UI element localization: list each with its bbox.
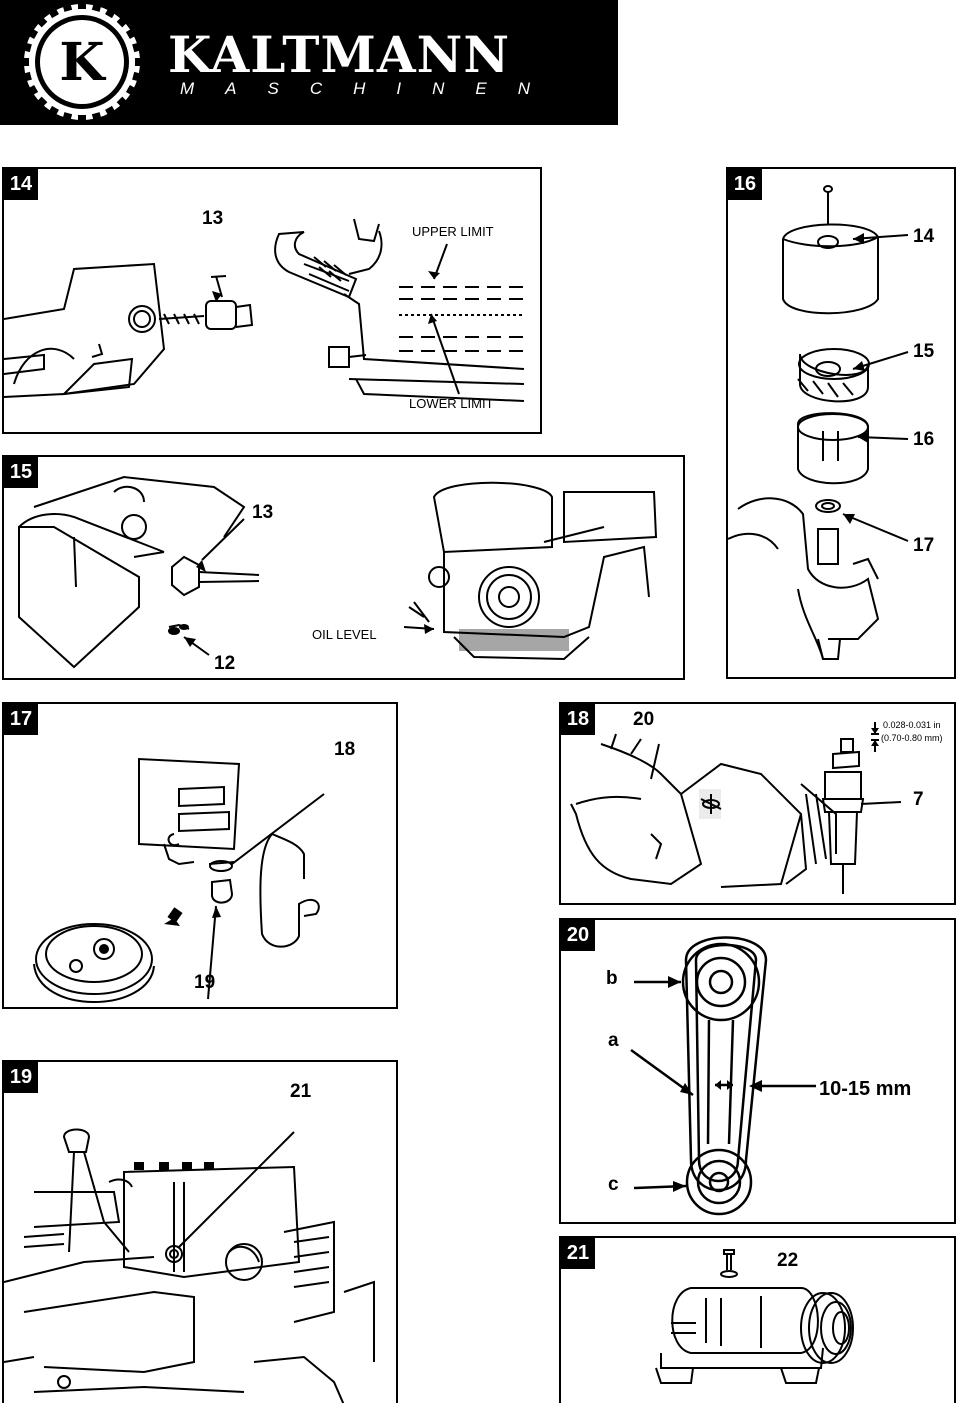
logo-letter: K xyxy=(59,32,106,93)
figure-tag: 15 xyxy=(4,457,38,488)
part-number-label: 13 xyxy=(202,208,224,229)
engine-oil-filler-illustration xyxy=(4,218,525,402)
spark-plug-label: 7 xyxy=(913,789,924,810)
gap-mm-label: (0.70-0.80 mm) xyxy=(881,733,943,743)
figure-19-carburetor: 19 21 xyxy=(2,1060,398,1403)
pulley-c-label: c xyxy=(608,1174,619,1195)
figure-21-motor: 21 22 xyxy=(559,1236,956,1403)
bolt-label: 22 xyxy=(777,1250,799,1271)
figure-20-belt-tension: 20 b a c 10-15 mm xyxy=(559,918,956,1224)
figure-14-oil-check: 14 13 UPPER LIMIT LOWER LIMIT xyxy=(2,167,542,434)
figure-tag: 17 xyxy=(4,704,38,735)
figure-tag: 19 xyxy=(4,1062,38,1093)
air-filter-exploded-illustration xyxy=(728,185,909,660)
cover-label: 14 xyxy=(913,226,935,247)
cup-label: 18 xyxy=(334,739,356,760)
oil-level-label: OIL LEVEL xyxy=(312,627,377,642)
drain-screw-label: 21 xyxy=(290,1081,312,1102)
dipstick-label: 13 xyxy=(252,502,274,523)
lower-limit-label: LOWER LIMIT xyxy=(409,396,494,411)
gear-logo-icon: K xyxy=(20,0,144,124)
figure-18-spark-plug: 18 20 0.028-0.031 in (0.70-0.80 mm) 7 xyxy=(559,702,956,905)
upper-limit-label: UPPER LIMIT xyxy=(412,224,494,239)
valve-label: 19 xyxy=(194,972,216,993)
element-label: 15 xyxy=(913,341,935,362)
spark-plug-illustration xyxy=(570,722,902,894)
gap-inch-label: 0.028-0.031 in xyxy=(883,720,941,730)
carburetor-illustration xyxy=(4,1128,375,1403)
case-label: 16 xyxy=(913,429,935,450)
motor-illustration xyxy=(655,1249,854,1384)
oil-drain-and-level-illustration xyxy=(18,475,658,669)
belt-tension-diagram xyxy=(630,936,816,1216)
figure-tag: 18 xyxy=(561,704,595,735)
brand-logo-bar: K KALTMANN MASCHINEN xyxy=(0,0,618,125)
figure-tag: 16 xyxy=(728,169,762,200)
fuel-sediment-cup-illustration xyxy=(33,757,325,1004)
figure-tag: 14 xyxy=(4,169,38,200)
pulley-b-label: b xyxy=(606,968,618,989)
figure-16-air-filter: 16 14 15 16 17 xyxy=(726,167,956,679)
figure-17-fuel-cup: 17 18 19 xyxy=(2,702,398,1009)
belt-a-label: a xyxy=(608,1030,619,1051)
figure-15-oil-drain: 15 13 12 OIL LEVEL xyxy=(2,455,685,680)
brand-name: KALTMANN xyxy=(168,25,511,84)
deflection-label: 10-15 mm xyxy=(819,1078,912,1100)
figure-tag: 21 xyxy=(561,1238,595,1269)
plug-cap-label: 20 xyxy=(633,709,655,730)
drain-plug-label: 12 xyxy=(214,653,236,674)
brand-subtitle: MASCHINEN xyxy=(180,79,562,98)
figure-tag: 20 xyxy=(561,920,595,951)
gasket-label: 17 xyxy=(913,535,935,556)
